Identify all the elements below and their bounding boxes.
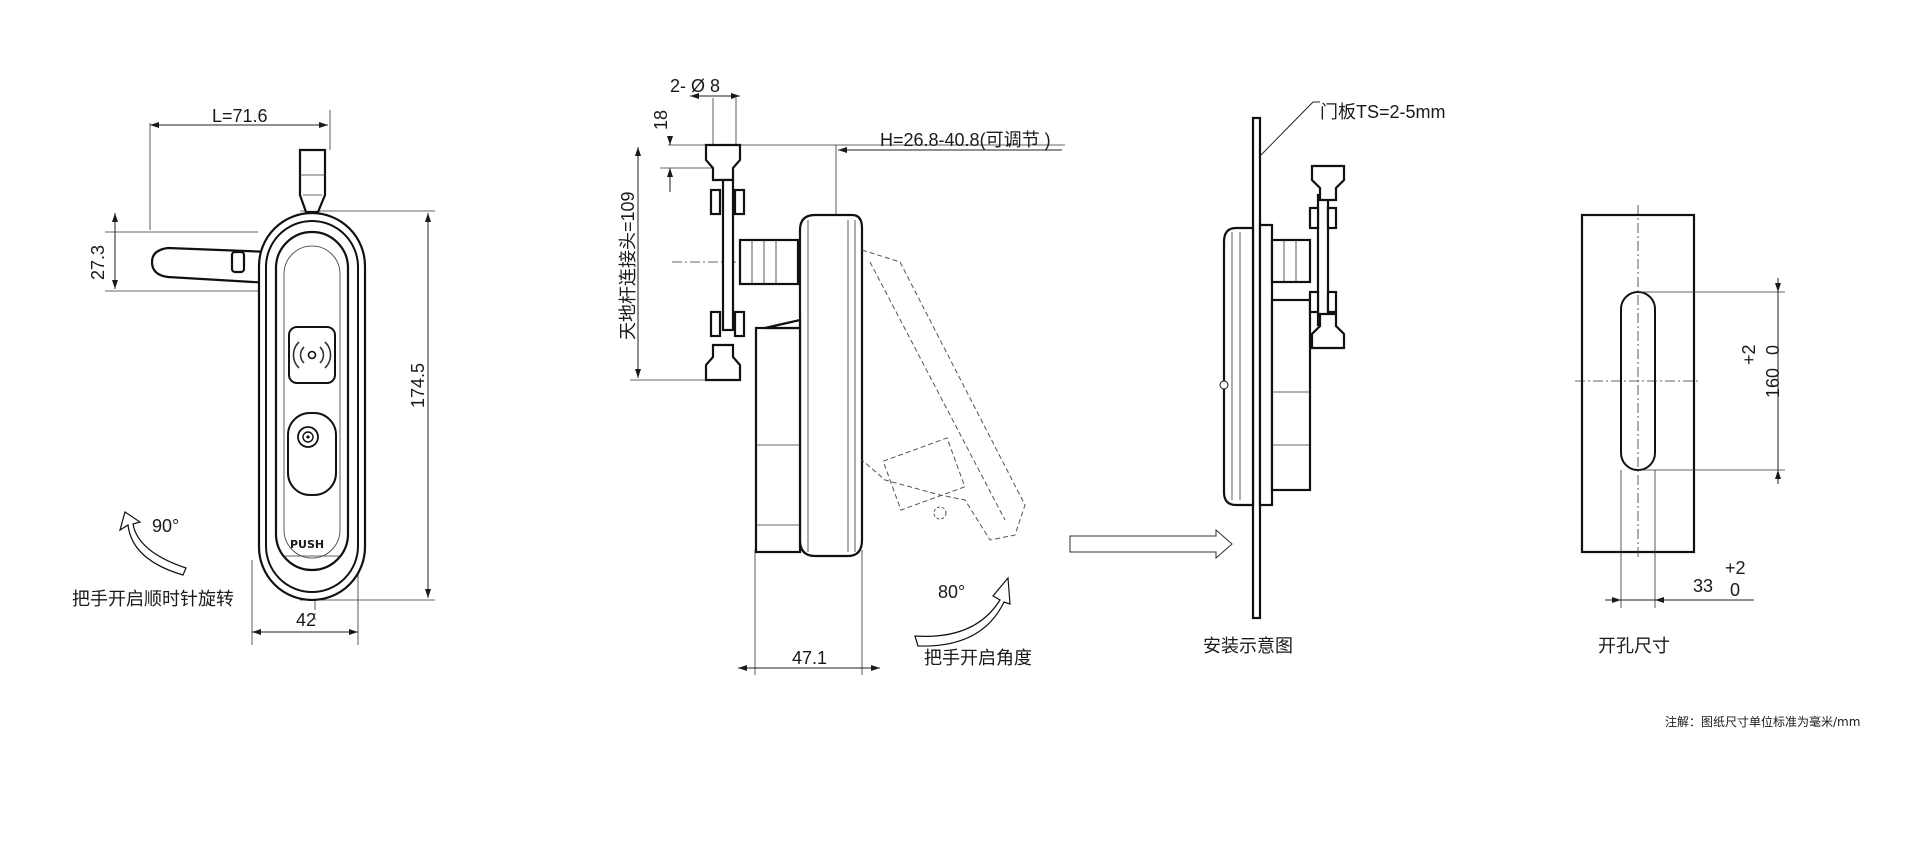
direction-arrow-icon [1069, 528, 1233, 560]
footnote: 注解：图纸尺寸单位标准为毫米/mm [1665, 714, 1860, 729]
dim-18-label: 18 [651, 110, 671, 130]
side-view: 2- Ø 8 18 天地杆连接头=109 H=26.8-40.8(可调节 ) 4… [618, 76, 1065, 675]
cutout-tol-plus-v: +2 [1739, 344, 1759, 365]
cutout-view: +2 0 160 +2 0 33 开孔尺寸 [1575, 205, 1785, 657]
install-view: 门板TS=2-5mm 安装示意图 [1203, 101, 1446, 657]
open-angle-arrow-icon [914, 576, 1011, 647]
dim-rod-label: 天地杆连接头=109 [618, 191, 638, 340]
cutout-width-label: 33 [1693, 576, 1713, 596]
dim-holes-label: 2- Ø 8 [670, 76, 720, 96]
rear-housing [754, 326, 802, 554]
dim-h-range-label: H=26.8-40.8(可调节 ) [880, 130, 1051, 150]
cutout-height-label: 160 [1763, 368, 1783, 398]
open-handle-ghost [861, 249, 1026, 541]
dim-height-label: 174.5 [408, 363, 428, 408]
dim-width-label: 42 [296, 610, 316, 630]
dim-length-label: L=71.6 [212, 106, 268, 126]
rotation-angle-label: 90° [152, 516, 179, 536]
keyhole-icon [297, 426, 319, 448]
handle-blade [274, 230, 350, 572]
rfid-icon [292, 341, 332, 369]
cutout-view-caption: 开孔尺寸 [1598, 636, 1670, 657]
side-body [798, 213, 864, 558]
install-view-caption: 安装示意图 [1203, 636, 1293, 657]
front-view-caption: 把手开启顺时针旋转 [72, 589, 234, 610]
cutout-tol-plus-h: +2 [1725, 558, 1746, 578]
panel-thickness-label: 门板TS=2-5mm [1320, 102, 1446, 122]
front-view: PUSH L=71.6 27.3 174.5 42 90° 把手开启顺时针旋转 [72, 106, 435, 645]
rotation-arrow-icon [119, 511, 187, 576]
cutout-tol-zero-h: 0 [1730, 580, 1740, 600]
dim-offset-label: 27.3 [88, 245, 108, 280]
side-view-caption: 把手开启角度 [924, 648, 1032, 669]
open-angle-label: 80° [938, 582, 965, 602]
rfid-window [288, 326, 336, 384]
push-label: PUSH [290, 538, 324, 551]
cutout-tol-zero-v: 0 [1763, 345, 1783, 355]
key-cylinder-panel [287, 412, 337, 496]
dim-depth-label: 47.1 [792, 648, 827, 668]
